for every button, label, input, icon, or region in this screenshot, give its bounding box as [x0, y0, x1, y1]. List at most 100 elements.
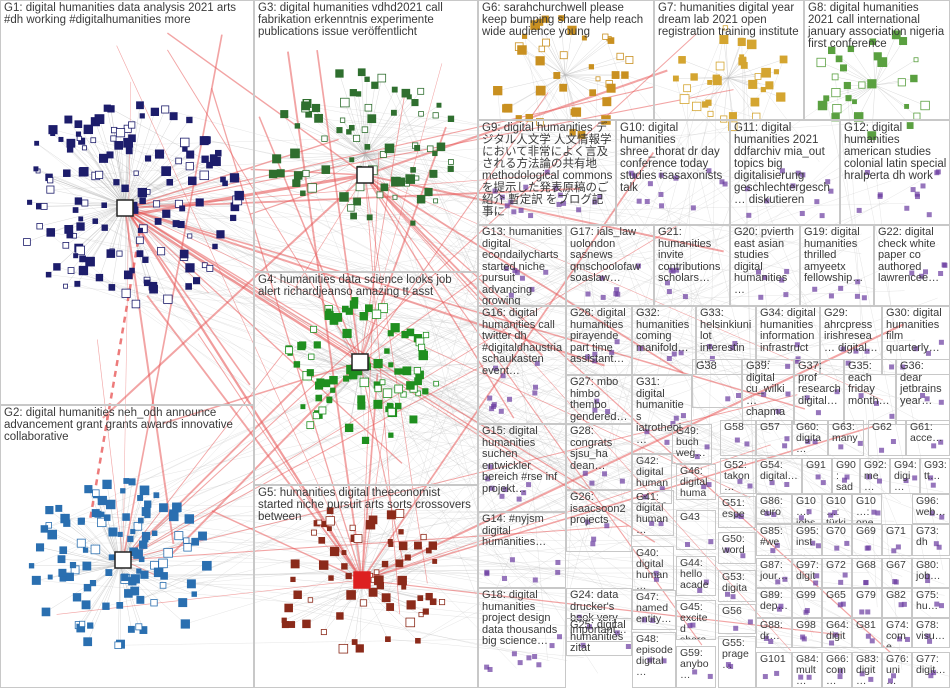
group-label-g5: G5: humanities digital theeconomist star…: [258, 487, 471, 524]
node: [368, 515, 378, 525]
node: [293, 590, 302, 599]
node: [534, 360, 540, 366]
node: [27, 199, 33, 205]
node: [493, 86, 503, 96]
node: [521, 490, 527, 496]
edge: [50, 179, 126, 206]
edge: [66, 172, 126, 206]
group-label-g28b: G28: congrats sjsu_ha dean…: [570, 425, 613, 472]
node: [76, 222, 85, 231]
group-box-g72: G72: [822, 558, 852, 588]
node: [268, 169, 278, 179]
edge: [65, 204, 126, 287]
node: [115, 128, 126, 138]
edge: [826, 98, 932, 592]
node: [114, 141, 124, 150]
node: [611, 71, 620, 79]
group-label-g78: G78: visu…: [916, 619, 946, 643]
node: [650, 617, 656, 623]
node: [678, 350, 684, 356]
node: [110, 135, 117, 142]
node: [933, 541, 939, 547]
edge: [124, 204, 197, 281]
node: [418, 111, 424, 117]
node: [702, 101, 709, 108]
node: [186, 579, 196, 589]
node: [404, 554, 411, 561]
group-label-g98: G98: [796, 619, 816, 631]
node: [615, 291, 621, 297]
edge: [124, 236, 872, 578]
node: [536, 662, 542, 668]
node: [144, 155, 152, 162]
node: [371, 309, 382, 319]
node: [899, 37, 908, 46]
node: [366, 214, 373, 221]
node: [842, 572, 848, 578]
group-label-g36: G36: dear jetbrains year…: [900, 360, 942, 407]
node: [163, 548, 173, 558]
node: [386, 603, 395, 611]
node: [116, 250, 123, 257]
edge: [364, 105, 440, 156]
node: [774, 542, 780, 548]
group-box-g19: G19: digital humanities thrilled amyeetx…: [800, 225, 874, 306]
node: [300, 190, 306, 197]
node: [724, 547, 730, 553]
node: [161, 105, 170, 114]
node: [867, 79, 877, 89]
node: [840, 601, 846, 607]
group-box-g45: G45: excited share: [676, 600, 716, 640]
node: [84, 485, 93, 494]
node: [561, 200, 567, 206]
node: [889, 364, 895, 370]
edge: [321, 304, 516, 541]
edge: [95, 221, 868, 654]
node: [150, 599, 158, 607]
node: [293, 171, 303, 180]
group-label-g26: G26: isaacsoon2 projects: [570, 491, 626, 527]
group-box-g91: G91: [802, 458, 832, 494]
group-label-g81: G81: [856, 619, 876, 631]
node: [641, 617, 647, 623]
edge: [519, 46, 814, 634]
node: [346, 129, 352, 135]
node: [326, 526, 332, 532]
edge: [727, 77, 757, 118]
node: [299, 341, 307, 349]
node: [869, 38, 877, 46]
node: [161, 166, 172, 177]
node: [861, 295, 867, 301]
node: [130, 529, 136, 535]
edge: [181, 224, 766, 353]
node: [522, 33, 528, 39]
group-label-g7: G7: humanities digital year dream lab 20…: [658, 2, 799, 39]
node: [212, 243, 218, 250]
group-label-g99: G99: [796, 589, 816, 601]
node: [812, 286, 818, 292]
node: [137, 187, 147, 198]
group-label-g79: G79: [856, 589, 876, 601]
edge: [359, 92, 549, 363]
node: [765, 81, 774, 90]
group-label-g41: G41: digital human… class…: [636, 491, 669, 536]
group-box-g43: G43: [676, 510, 716, 550]
node: [139, 113, 145, 119]
node: [798, 674, 804, 680]
node: [798, 515, 804, 521]
node: [929, 510, 935, 516]
group-label-g83: G83: digit…: [856, 653, 879, 688]
node: [81, 145, 87, 151]
group-box-g59: G59: anybo…: [676, 646, 716, 688]
group-label-g6: G6: sarahchurchwell please keep bumping …: [482, 2, 644, 39]
edge: [545, 19, 566, 76]
node: [664, 439, 670, 445]
group-box-g65: G65: [822, 588, 852, 618]
node: [415, 390, 422, 397]
node: [422, 331, 430, 339]
edge: [414, 145, 842, 577]
node: [373, 569, 380, 575]
node: [424, 187, 433, 197]
node: [347, 204, 355, 212]
node: [357, 68, 366, 77]
